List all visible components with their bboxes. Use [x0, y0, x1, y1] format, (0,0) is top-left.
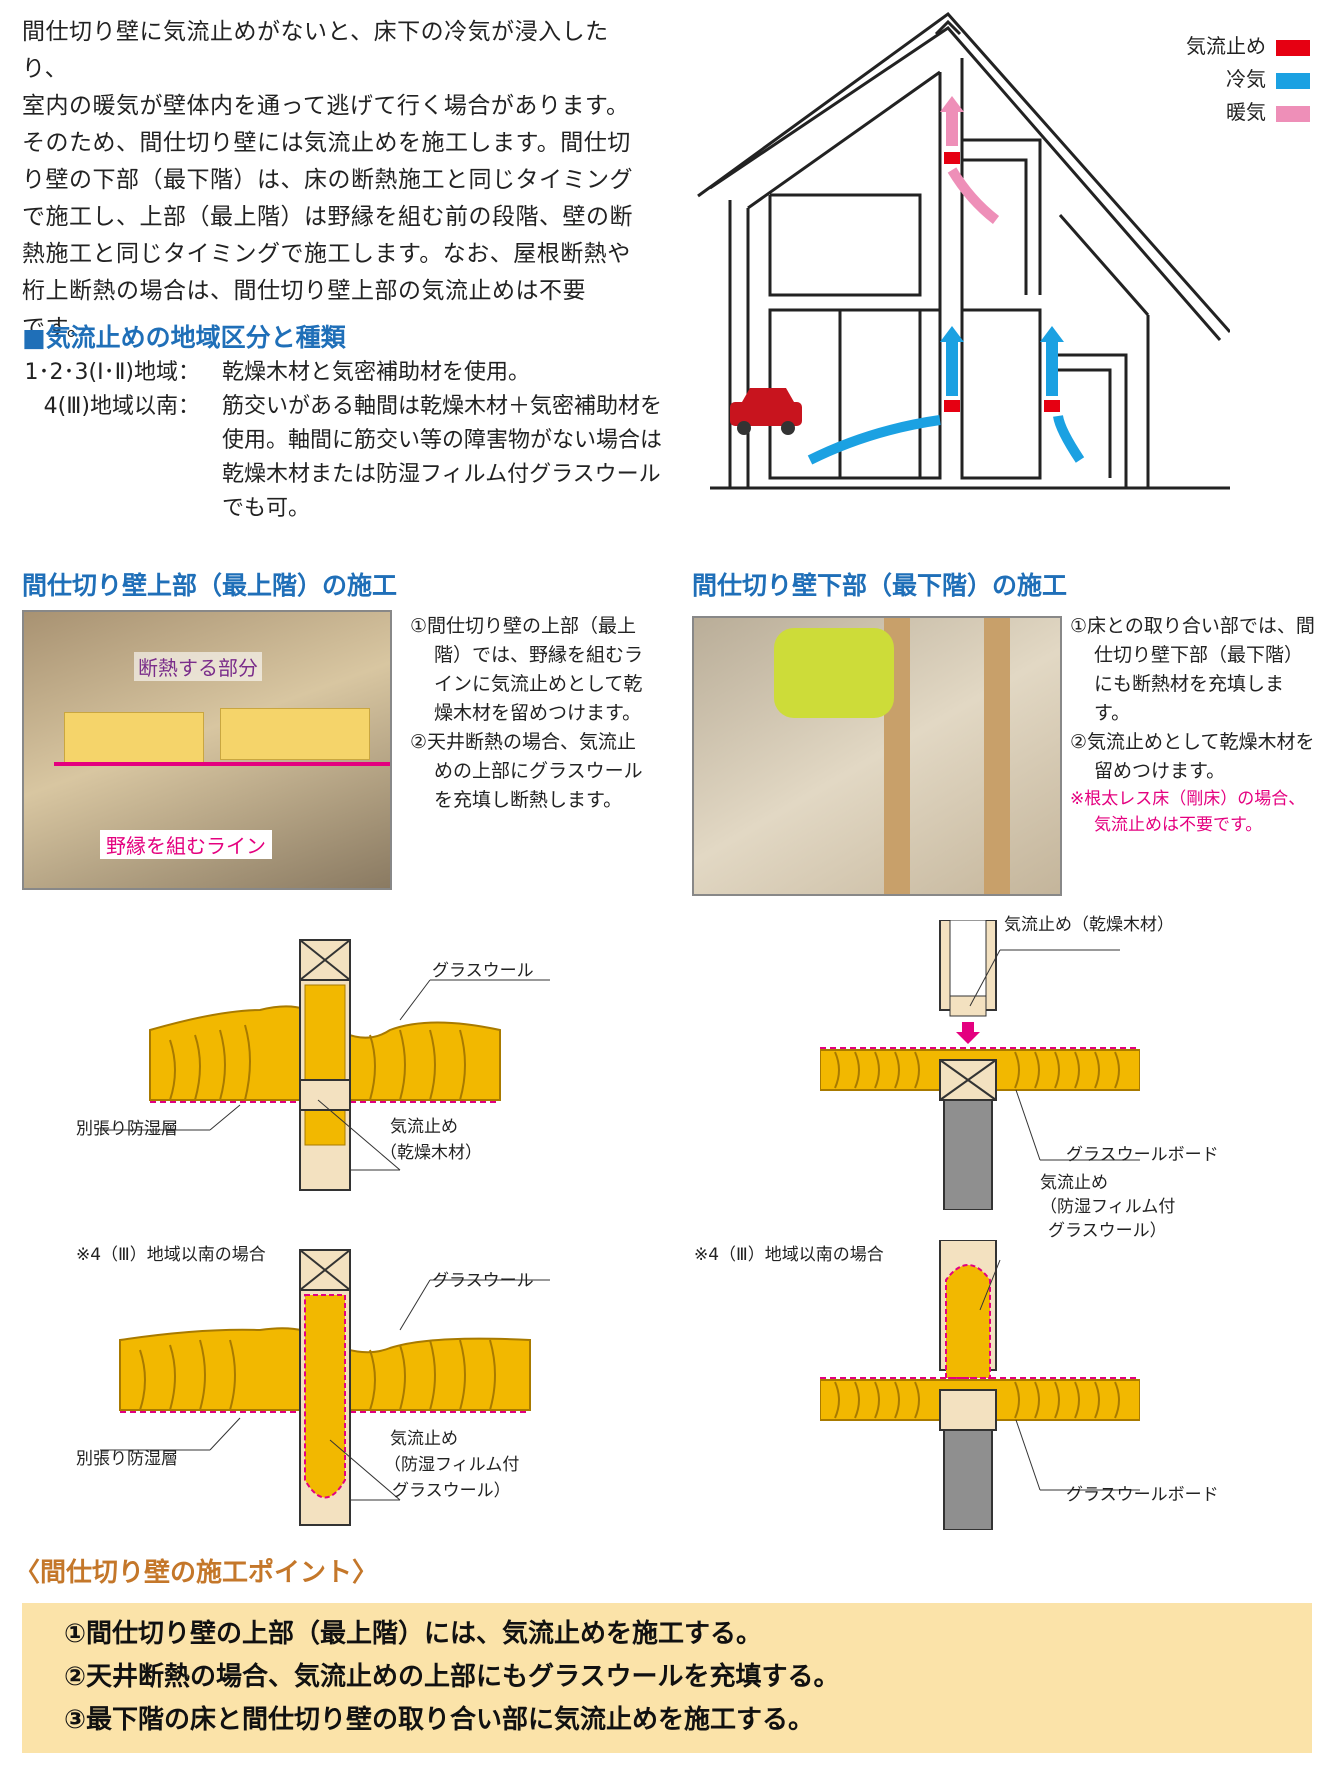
upper-step-2: ②天井断熱の場合、気流止めの上部にグラスウールを充填し断熱します。	[410, 731, 643, 811]
points-box: ①間仕切り壁の上部（最上階）には、気流止めを施工する。 ②天井断熱の場合、気流止…	[22, 1603, 1312, 1753]
label-airstop-film-lower: 気流止め	[1040, 1173, 1108, 1193]
airstop-mark-top	[944, 152, 960, 164]
point-3: ③最下階の床と間仕切り壁の取り合い部に気流止めを施工する。	[64, 1705, 815, 1735]
legend: 気流止め 冷気 暖気	[1130, 30, 1310, 129]
intro-line: 桁上断熱の場合は、間仕切り壁上部の気流止めは不要	[22, 278, 586, 304]
warm-air-arrow	[947, 167, 1000, 224]
legend-swatch-blue	[1276, 72, 1310, 89]
car-icon	[730, 388, 802, 435]
intro-line: り壁の下部（最下階）は、床の断熱施工と同じタイミング	[22, 167, 633, 193]
point-1: ①間仕切り壁の上部（最上階）には、気流止めを施工する。	[64, 1619, 763, 1649]
upper-diagram-film	[100, 1249, 550, 1526]
legend-item-airstop: 気流止め	[1130, 30, 1310, 63]
intro-line: 間仕切り壁に気流止めがないと、床下の冷気が浸入したり、	[22, 19, 609, 82]
airstop-mark-floor-1	[944, 400, 960, 412]
label-vapor-layer: 別張り防湿層	[76, 1119, 178, 1139]
label-glasswool: グラスウール	[432, 961, 534, 981]
stud	[984, 618, 1010, 894]
regions-table: 1･2･3(Ⅰ･Ⅱ)地域： 乾燥木材と気密補助材を使用。 4(Ⅲ)地域以南： 筋…	[22, 356, 663, 521]
cold-air-arrow-1	[807, 415, 941, 465]
regions-title: ■気流止めの地域区分と種類	[22, 323, 346, 352]
label-airstop-wood: 気流止め	[390, 1117, 458, 1137]
worker-sleeve	[774, 628, 894, 718]
lower-note: ※根太レス床（剛床）の場合、気流止めは不要です。	[1070, 789, 1306, 835]
intro-paragraph: 間仕切り壁に気流止めがないと、床下の冷気が浸入したり、 室内の暖気が壁体内を通っ…	[22, 14, 652, 347]
points-title: 〈間仕切り壁の施工ポイント〉	[14, 1558, 379, 1588]
label-airstop-film-lower-3: グラスウール）	[1048, 1221, 1167, 1241]
label-glasswool-board: グラスウールボード	[1066, 1145, 1219, 1165]
intro-line: で施工し、上部（最上階）は野縁を組む前の段階、壁の断	[22, 204, 633, 230]
upper-title: 間仕切り壁上部（最上階）の施工	[22, 571, 398, 600]
lower-step-1: ①床との取り合い部では、間仕切り壁下部（最下階）にも断熱材を充填します。	[1070, 615, 1315, 724]
label-airstop-film-lower-2: （防湿フィルム付	[1040, 1197, 1176, 1217]
lower-diagram-film	[820, 1240, 1140, 1530]
south-note-upper: ※4（Ⅲ）地域以南の場合	[76, 1245, 266, 1265]
intro-line: です。	[22, 315, 91, 341]
lower-photo	[692, 616, 1062, 896]
label-airstop-wood-lower: 気流止め（乾燥木材）	[1004, 915, 1174, 935]
upper-photo: 断熱する部分 野縁を組むライン	[22, 610, 392, 890]
region-2-label: 4(Ⅲ)地域以南：	[43, 394, 200, 419]
label-airstop-wood-sub: （乾燥木材）	[380, 1143, 482, 1163]
point-2: ②天井断熱の場合、気流止めの上部にもグラスウールを充填する。	[64, 1662, 840, 1692]
lower-diagram-wood	[820, 920, 1140, 1210]
label-glasswool-2: グラスウール	[432, 1271, 534, 1291]
upper-diagram-wood	[100, 939, 550, 1191]
region-1-text: 乾燥木材と気密補助材を使用。	[222, 360, 531, 385]
cold-air-arrow-2	[1053, 415, 1085, 463]
house-section-diagram	[697, 11, 1230, 490]
label-airstop-film-3: グラスウール）	[392, 1481, 511, 1501]
insulation-panel	[64, 712, 204, 764]
legend-swatch-pink	[1276, 105, 1310, 122]
lower-step-2: ②気流止めとして乾燥木材を留めつけます。	[1070, 731, 1315, 782]
south-note-lower: ※4（Ⅲ）地域以南の場合	[694, 1245, 884, 1265]
region-2-text: 筋交いがある軸間は乾燥木材＋気密補助材を使用。軸間に筋交い等の障害物がない場合は…	[222, 394, 663, 521]
intro-line: そのため、間仕切り壁には気流止めを施工します。間仕切	[22, 130, 631, 156]
airstop-mark-floor-2	[1044, 400, 1060, 412]
label-glasswool-board-2: グラスウールボード	[1066, 1485, 1219, 1505]
upper-step-1: ①間仕切り壁の上部（最上階）では、野縁を組むラインに気流止めとして乾燥木材を留め…	[410, 615, 644, 724]
photo-label-insulation: 断熱する部分	[134, 652, 262, 681]
legend-item-cold: 冷気	[1130, 63, 1310, 96]
lower-steps: ①床との取り合い部では、間仕切り壁下部（最下階）にも断熱材を充填します。 ②気流…	[1070, 612, 1320, 838]
lower-title: 間仕切り壁下部（最下階）の施工	[692, 571, 1068, 600]
intro-line: 熱施工と同じタイミングで施工します。なお、屋根断熱や	[22, 241, 631, 267]
photo-label-furring: 野縁を組むライン	[100, 830, 272, 859]
legend-item-warm: 暖気	[1130, 96, 1310, 129]
insulation-panel	[220, 708, 370, 760]
region-1-label: 1･2･3(Ⅰ･Ⅱ)地域：	[24, 360, 200, 385]
label-airstop-film: 気流止め	[390, 1429, 458, 1449]
upper-steps: ①間仕切り壁の上部（最上階）では、野縁を組むラインに気流止めとして乾燥木材を留め…	[410, 612, 650, 815]
label-airstop-film-2: （防湿フィルム付	[384, 1455, 520, 1475]
furring-line	[54, 762, 390, 766]
intro-line: 室内の暖気が壁体内を通って逃げて行く場合があります。	[22, 93, 630, 119]
legend-swatch-red	[1276, 39, 1310, 56]
label-vapor-layer-2: 別張り防湿層	[76, 1449, 178, 1469]
